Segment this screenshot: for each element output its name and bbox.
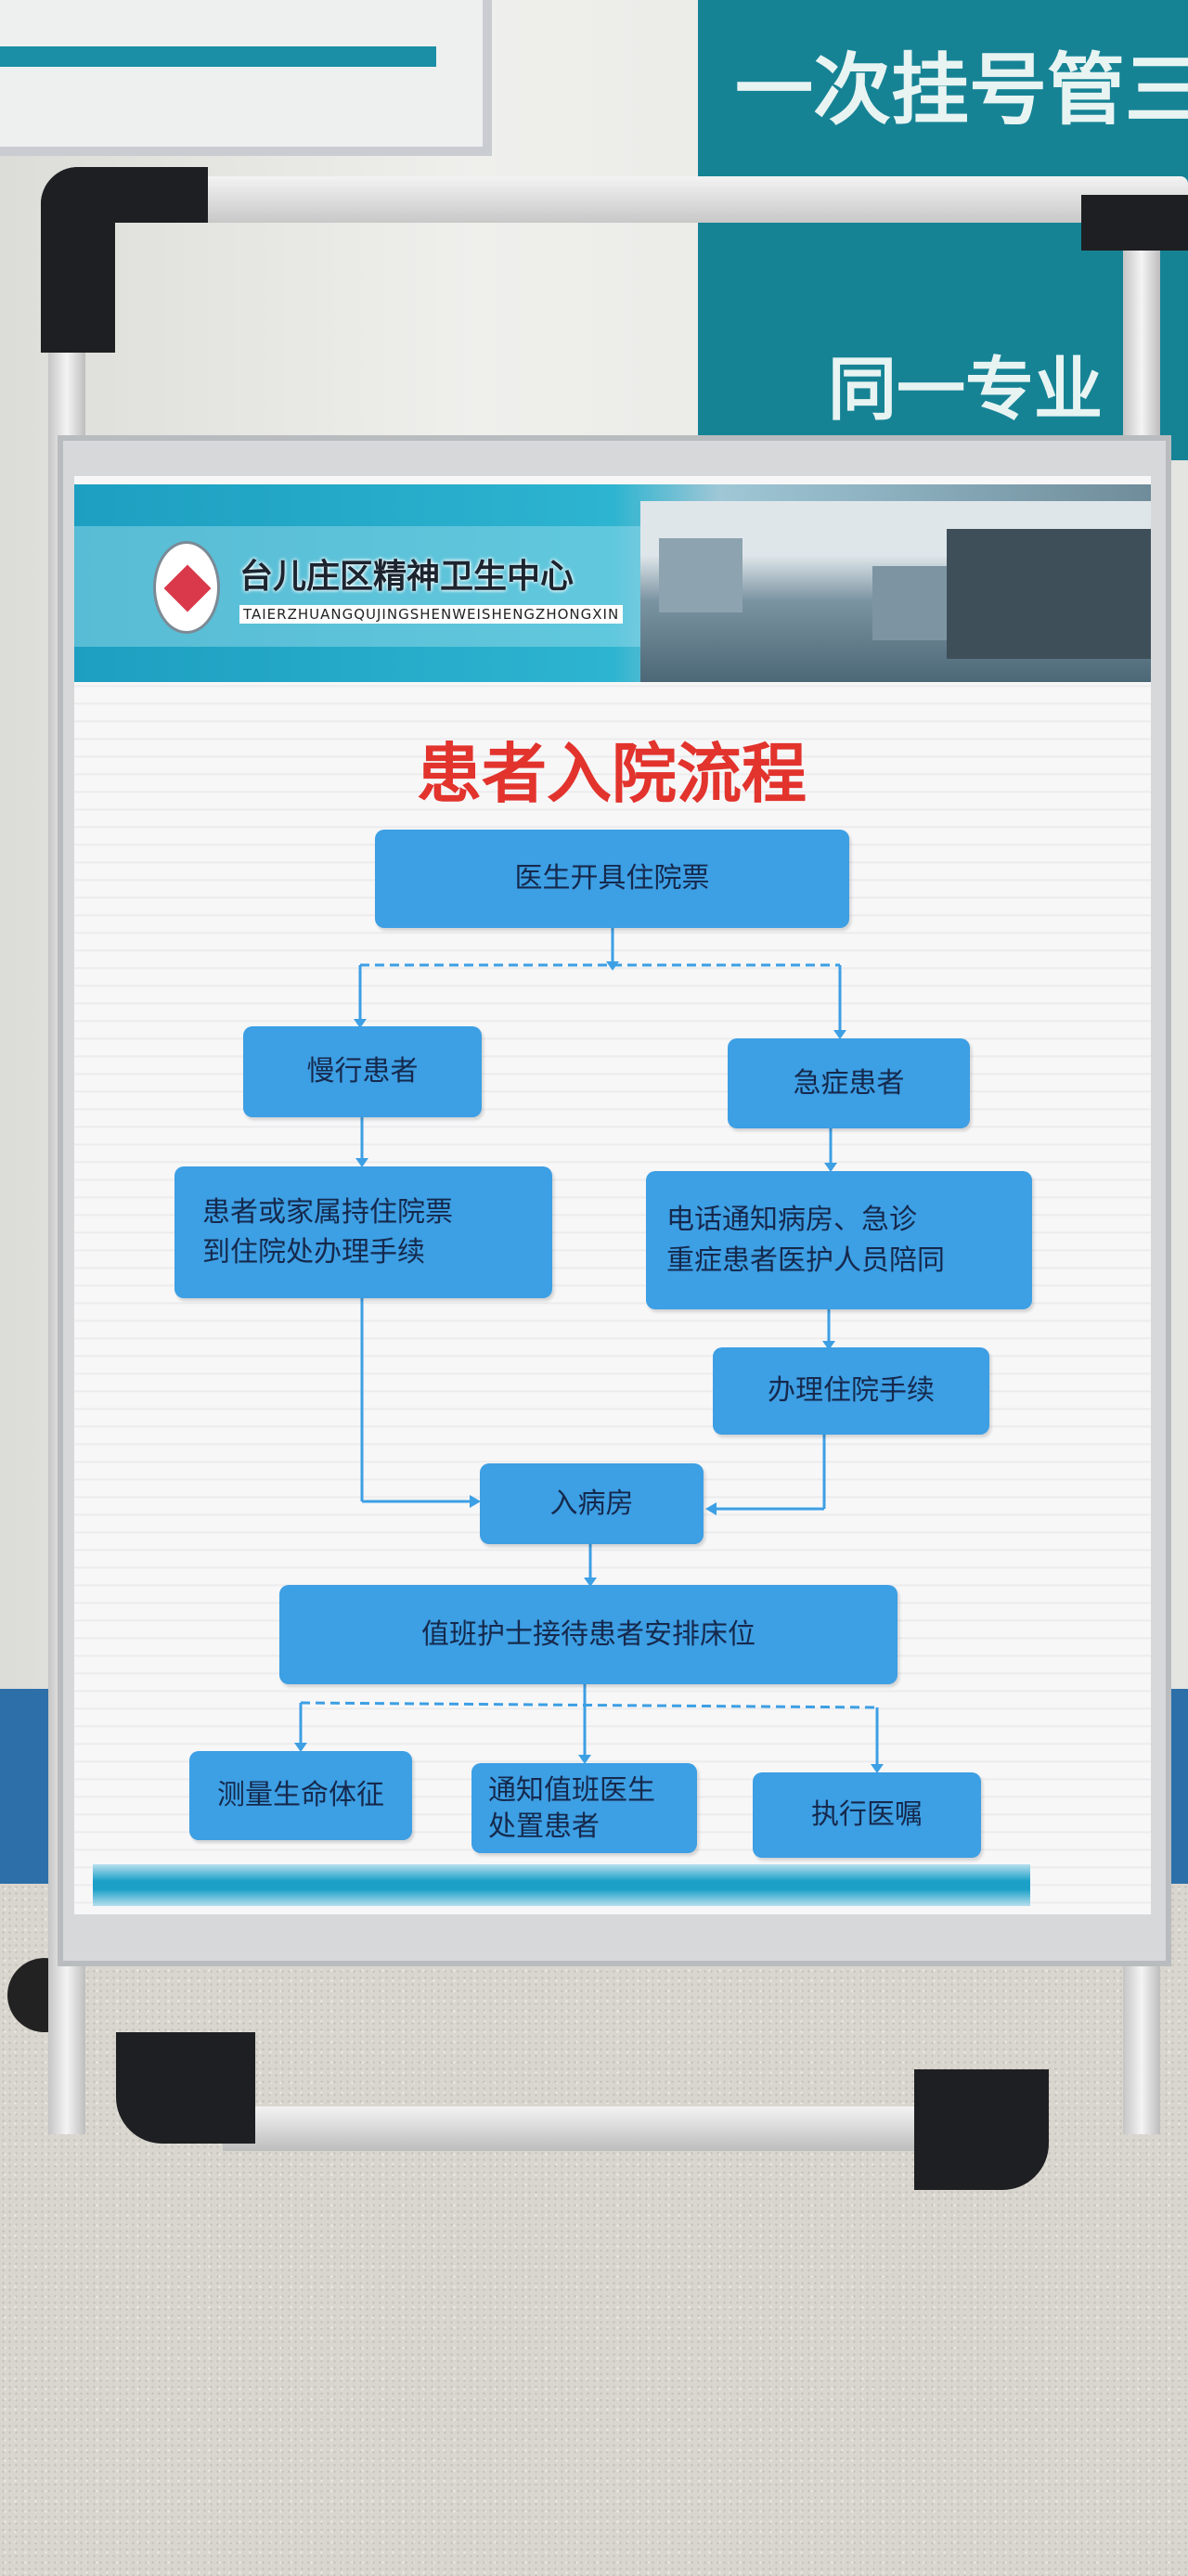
step-slow-procedure: 患者或家属持住院票 到住院处办理手续: [174, 1166, 552, 1298]
floor: [0, 1884, 1188, 2576]
hospital-logo: [153, 541, 220, 634]
wall-sign-line2: 同一专业: [828, 350, 1103, 430]
poster-bottom-stripe: [93, 1864, 1030, 1906]
step-label: 处置患者: [488, 1810, 600, 1843]
step-label: 执行医嘱: [811, 1798, 923, 1832]
step-emergency-procedure: 电话通知病房、急诊 重症患者医护人员陪同: [646, 1171, 1032, 1309]
wall-frame: [0, 0, 492, 156]
step-label: 重症患者医护人员陪同: [666, 1243, 945, 1277]
stand-tube-top: [56, 176, 1188, 223]
step-label: 入病房: [549, 1487, 634, 1520]
stand-corner: [1081, 195, 1188, 251]
wall-sign: 一次挂号管三 同一专业: [698, 0, 1188, 460]
step-label: 值班护士接待患者安排床位: [421, 1617, 755, 1651]
step-execute-orders: 执行医嘱: [753, 1772, 981, 1858]
step-label: 到住院处办理手续: [202, 1236, 425, 1269]
step-start: 医生开具住院票: [375, 830, 849, 928]
wall-sign-line1: 一次挂号管三: [735, 44, 1188, 135]
step-slow-patient: 慢行患者: [243, 1026, 482, 1117]
step-label: 通知值班医生: [488, 1773, 655, 1807]
organization-name: 台儿庄区精神卫生中心: [239, 558, 575, 596]
step-nurse-reception: 值班护士接待患者安排床位: [279, 1585, 897, 1684]
step-label: 办理住院手续: [768, 1374, 935, 1408]
step-admission-procedure: 办理住院手续: [713, 1347, 989, 1435]
poster-title: 患者入院流程: [417, 736, 807, 812]
step-notify-doctor: 通知值班医生 处置患者: [471, 1763, 697, 1853]
stand-corner: [116, 2032, 255, 2144]
step-label: 测量生命体征: [217, 1779, 384, 1812]
stand-corner: [41, 167, 115, 353]
step-label: 医生开具住院票: [514, 862, 710, 895]
step-vital-signs: 测量生命体征: [189, 1751, 412, 1840]
step-enter-ward: 入病房: [480, 1463, 704, 1544]
step-emergency-patient: 急症患者: [728, 1038, 970, 1128]
organization-pinyin: TAIERZHUANGQUJINGSHENWEISHENGZHONGXIN: [239, 605, 624, 624]
step-label: 电话通知病房、急诊: [666, 1204, 917, 1236]
stand-corner: [914, 2069, 1049, 2190]
stand-tube-bottom: [223, 2106, 965, 2151]
step-label: 慢行患者: [306, 1055, 419, 1088]
step-label: 急症患者: [793, 1066, 905, 1100]
water-town-photo: [640, 501, 1151, 682]
step-label: 患者或家属持住院票: [202, 1195, 453, 1229]
